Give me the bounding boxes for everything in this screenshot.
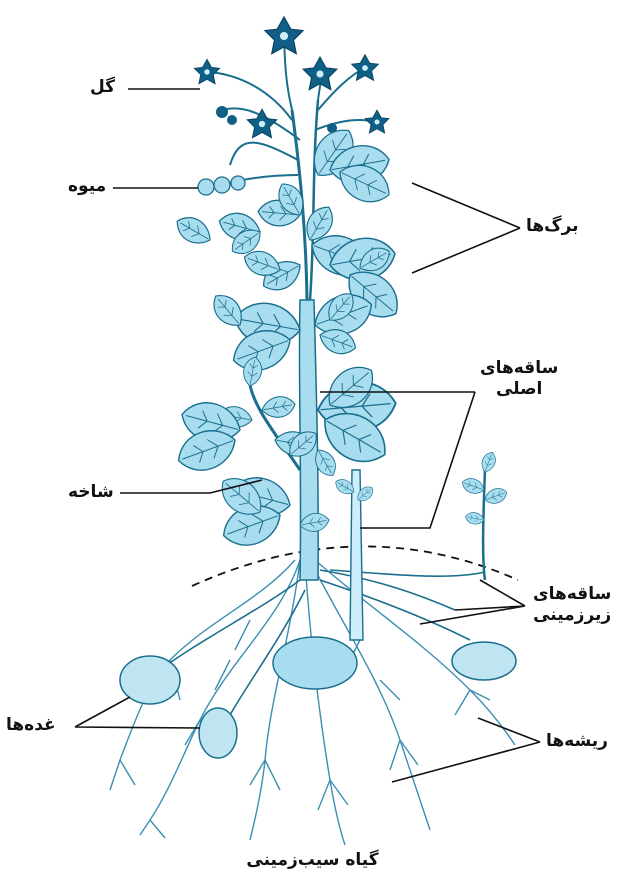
- leaves-lower-right: [310, 357, 398, 480]
- flower-4: [194, 59, 219, 83]
- flower-bud: [216, 106, 228, 118]
- seed-tuber: [273, 637, 357, 689]
- label-underground-stems: ساقه‌های زیرزمینی: [533, 584, 611, 627]
- label-main-stems-line-1: ساقه‌های: [480, 358, 558, 379]
- label-tubers: غده‌ها: [6, 715, 56, 736]
- flower-6: [365, 110, 389, 133]
- leaves-middle: [207, 287, 378, 378]
- flower-5: [247, 109, 276, 137]
- flower-3: [352, 55, 379, 81]
- label-fruit: میوه: [68, 176, 106, 197]
- label-leaves: برگ‌ها: [526, 216, 579, 237]
- label-roots: ریشه‌ها: [546, 731, 608, 752]
- label-main-stems: ساقه‌های اصلی: [480, 358, 558, 401]
- flower-bud: [227, 115, 237, 125]
- label-flower: گل: [90, 77, 115, 98]
- fruits: [198, 176, 245, 195]
- roots-leader: [392, 718, 540, 782]
- label-main-stems-line-2: اصلی: [480, 379, 558, 400]
- diagram-caption: گیاه سیب‌زمینی: [0, 850, 625, 870]
- tuber-2: [199, 708, 237, 758]
- label-branch: شاخه: [68, 482, 114, 503]
- main-stem: [292, 100, 318, 580]
- label-underground-stems-line-1: ساقه‌های: [533, 584, 611, 605]
- leaves-leader: [412, 183, 520, 273]
- tuber-3: [452, 642, 516, 680]
- label-underground-stems-line-2: زیرزمینی: [533, 605, 611, 626]
- roots: [110, 560, 515, 845]
